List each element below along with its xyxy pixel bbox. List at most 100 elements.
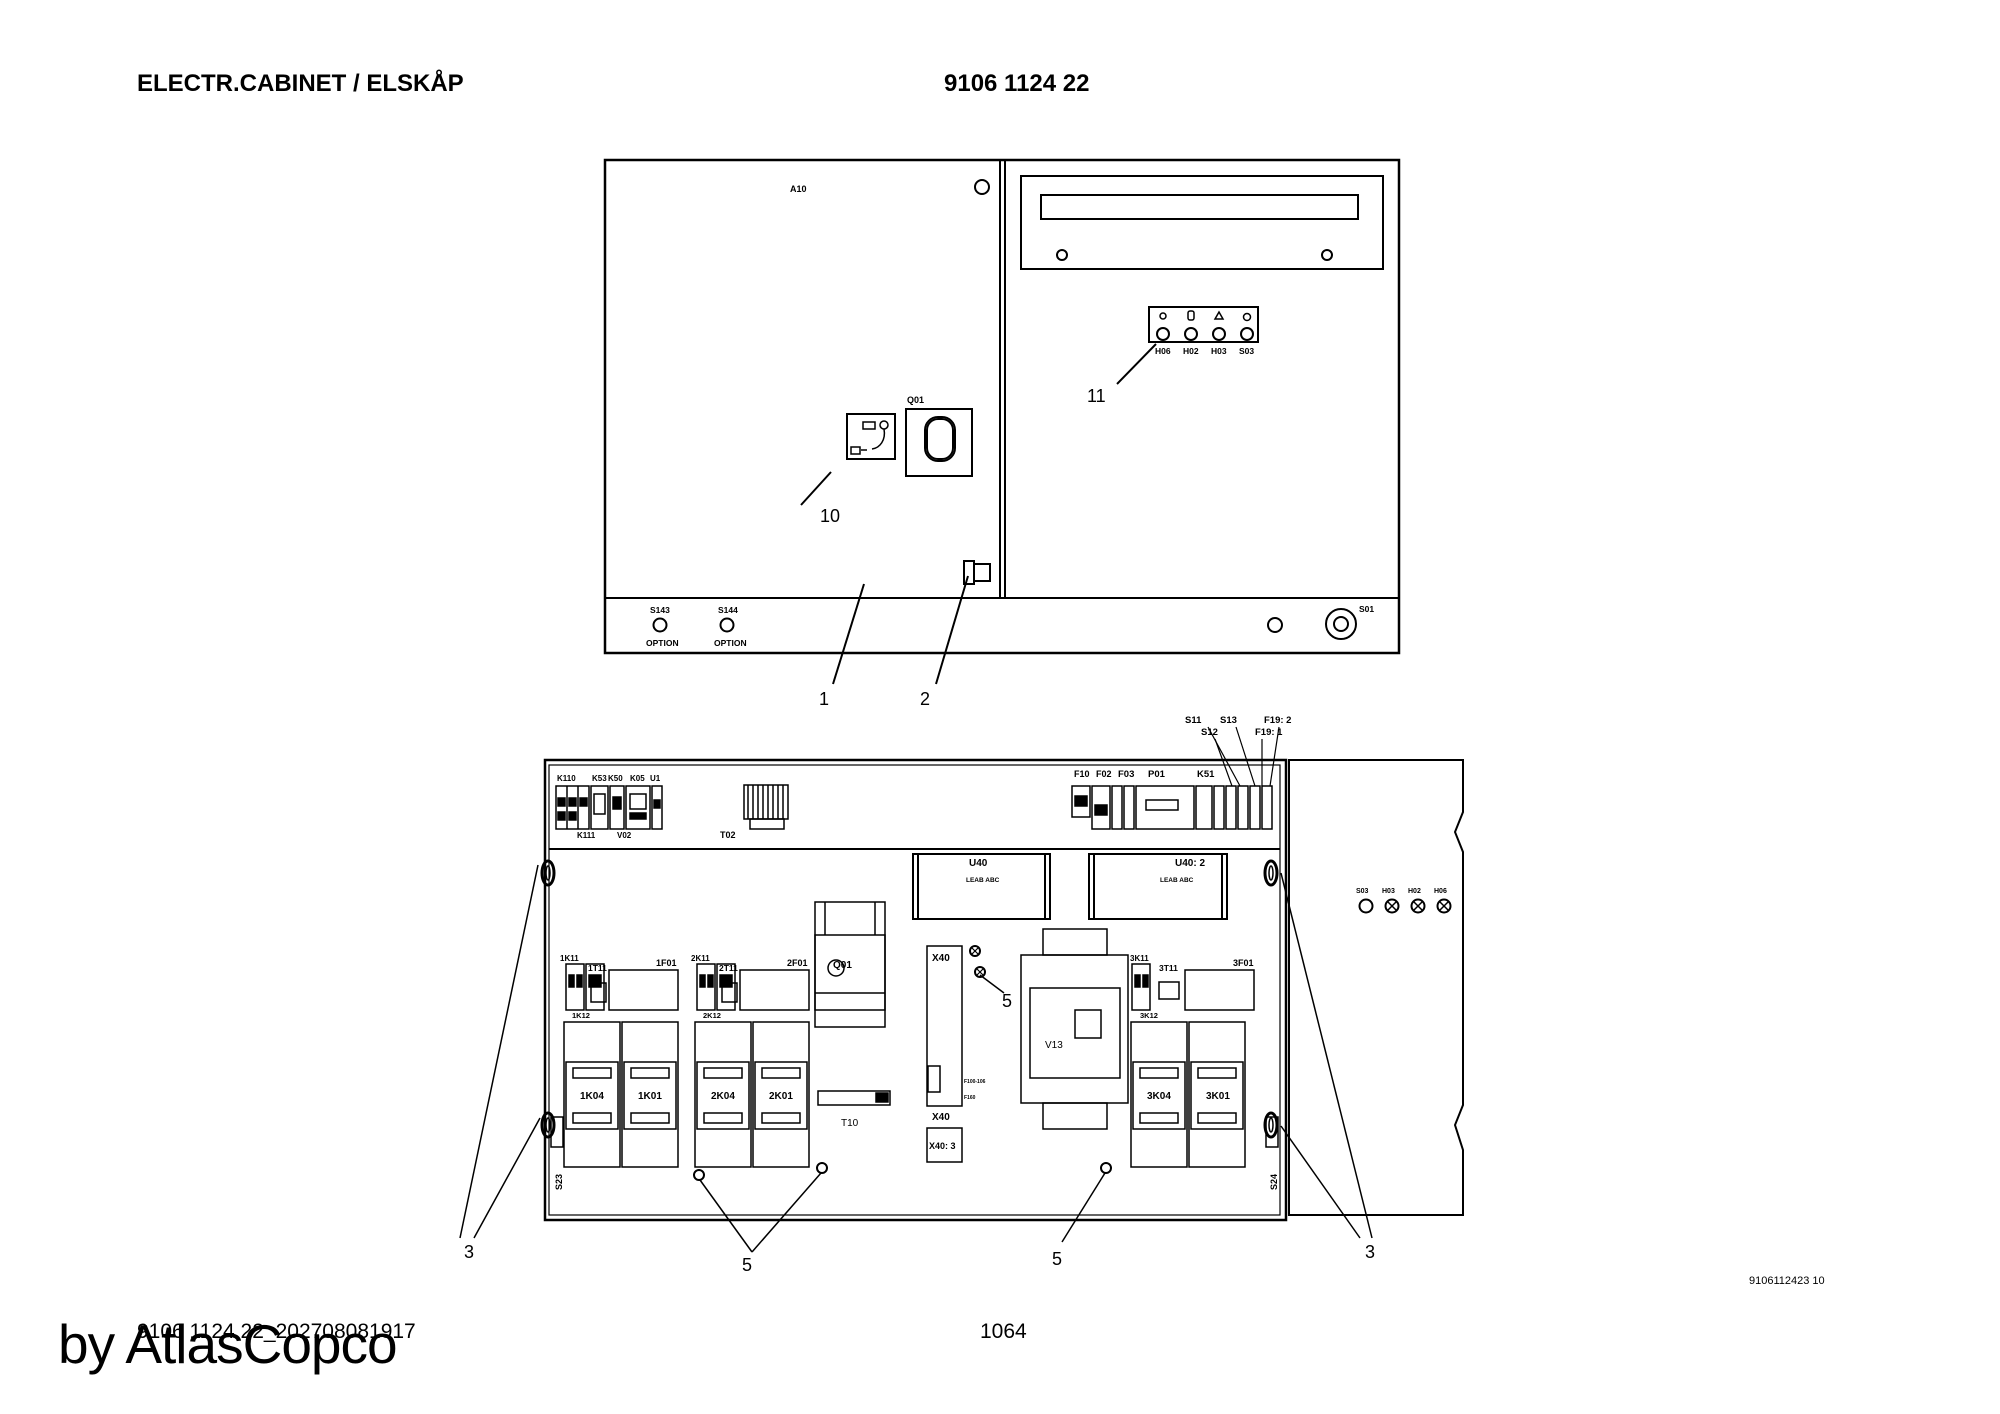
- document-code: 9106 1124 22_202708081917: [137, 1320, 416, 1343]
- soft-starter-q01: [814, 901, 886, 1028]
- tag-h03: H03: [1211, 346, 1227, 356]
- tag-s24: S24: [1269, 1174, 1279, 1190]
- tag-s13: S13: [1220, 715, 1237, 726]
- tag-option-1: OPTION: [646, 638, 679, 648]
- tag-k05: K05: [630, 774, 645, 783]
- tag-u1: U1: [650, 774, 661, 783]
- tag-v02: V02: [617, 831, 632, 840]
- tag-x40-3: X40: 3: [929, 1141, 956, 1151]
- callout-5-left: 5: [742, 1255, 752, 1275]
- top-left-rail-devices: [555, 785, 663, 830]
- tag-h02-door: H02: [1408, 888, 1421, 895]
- screw-2: [816, 1162, 828, 1174]
- tag-f19-1: F19: 1: [1255, 727, 1283, 738]
- display-panel: [1020, 175, 1384, 270]
- tag-k111: K111: [577, 831, 596, 840]
- tag-k110: K110: [557, 774, 576, 783]
- tag-h02: H02: [1183, 346, 1199, 356]
- drawing-reference: 9106112423 10: [1749, 1275, 1825, 1287]
- tag-k50: K50: [608, 774, 623, 783]
- tag-h03-door: H03: [1382, 888, 1395, 895]
- contactor-bank-2: [694, 963, 810, 1168]
- door-labels: A10 Q01 S143 S144 OPTION OPTION S01 H06 …: [646, 184, 1374, 709]
- warning-symbol-icon: [1187, 310, 1195, 321]
- open-door-panel: [1288, 759, 1464, 1216]
- tag-2k11: 2K11: [691, 954, 710, 963]
- tag-q01-soft-starter: Q01: [833, 960, 852, 971]
- button-s144: [719, 617, 735, 633]
- screw-4: [969, 945, 981, 957]
- hinge-bottom-right: [1263, 1111, 1279, 1139]
- terminal-block-x40: [926, 945, 963, 1163]
- tag-1f01: 1F01: [656, 958, 677, 968]
- tag-3k11: 3K11: [1130, 954, 1149, 963]
- button-s143: [652, 617, 668, 633]
- terminal-strip-t10: [817, 1090, 891, 1106]
- contactor-bank-3: [1130, 963, 1255, 1168]
- tag-h06: H06: [1155, 346, 1171, 356]
- tag-u40: U40: [969, 858, 988, 869]
- tag-f19-2: F19: 2: [1264, 715, 1291, 726]
- callout-11: 11: [1087, 386, 1106, 406]
- hinge-top-right: [1263, 859, 1279, 887]
- contactor-bank-1: [563, 963, 679, 1168]
- tag-s03-door: S03: [1356, 888, 1369, 895]
- tag-h06-door: H06: [1434, 888, 1447, 895]
- screw-3: [1100, 1162, 1112, 1174]
- tag-k51: K51: [1197, 769, 1215, 780]
- cable-duct-u40: [912, 853, 1051, 920]
- tag-3f01: 3F01: [1233, 958, 1254, 968]
- tag-3k01: 3K01: [1206, 1091, 1230, 1102]
- drawing-title: ELECTR.CABINET / ELSKÅP: [137, 70, 464, 97]
- tag-1t11: 1T11: [588, 963, 607, 973]
- door-screw: [1267, 617, 1283, 633]
- tag-f10: F10: [1074, 769, 1090, 779]
- tag-3k04: 3K04: [1147, 1091, 1171, 1102]
- screw-1: [693, 1169, 705, 1181]
- callout-3-left: 3: [464, 1242, 474, 1262]
- door-switch-s23: [550, 1116, 564, 1148]
- tag-leab-1: LEAB ABC: [966, 877, 1000, 884]
- tag-1k04: 1K04: [580, 1091, 604, 1102]
- tag-s01: S01: [1359, 604, 1374, 614]
- door-switch-s24: [1265, 1116, 1279, 1148]
- tag-1k12: 1K12: [572, 1011, 590, 1020]
- tag-a10: A10: [790, 184, 807, 194]
- power-symbol-icon: [1159, 312, 1167, 320]
- tag-t10: T10: [841, 1118, 859, 1129]
- tag-v13: V13: [1045, 1040, 1063, 1051]
- top-right-rail-devices: [1071, 785, 1273, 830]
- part-number: 9106 1124 22: [944, 70, 1090, 97]
- callout-3-right: 3: [1365, 1242, 1375, 1262]
- tag-k53: K53: [592, 774, 607, 783]
- indicator-lamp-plate: [1148, 306, 1259, 343]
- tag-f02: F02: [1096, 769, 1112, 779]
- callout-5-right: 5: [1052, 1249, 1062, 1269]
- tag-2f01: 2F01: [787, 958, 808, 968]
- tag-2k04: 2K04: [711, 1091, 735, 1102]
- callout-10: 10: [820, 506, 840, 526]
- tag-p01: P01: [1148, 769, 1166, 780]
- tag-s143: S143: [650, 605, 670, 615]
- alarm-symbol-icon: [1213, 310, 1225, 320]
- cabinet-interior-view: [459, 726, 1464, 1253]
- tag-2k01: 2K01: [769, 1091, 793, 1102]
- tag-x40-lower: X40: [932, 1112, 950, 1123]
- hinge-bottom-left: [540, 1111, 556, 1139]
- cabinet-door-front-view: [603, 158, 1401, 685]
- tag-u40-2: U40: 2: [1175, 858, 1205, 869]
- tag-2t11: 2T11: [719, 963, 738, 973]
- callout-2: 2: [920, 689, 930, 709]
- tag-3k12: 3K12: [1140, 1011, 1158, 1020]
- tag-f03: F03: [1118, 769, 1134, 780]
- hinge-top-left: [540, 859, 556, 887]
- callout-1: 1: [819, 689, 829, 709]
- page-number: 1064: [980, 1320, 1027, 1343]
- tag-1k01: 1K01: [638, 1091, 662, 1102]
- tag-1k11: 1K11: [560, 954, 579, 963]
- cabinet-labels: S11 S12 S13 F19: 2 F19: 1 K110 K53 K50 K…: [464, 715, 1447, 1275]
- lockout-label: [846, 413, 896, 460]
- reset-symbol-icon: [1242, 312, 1252, 322]
